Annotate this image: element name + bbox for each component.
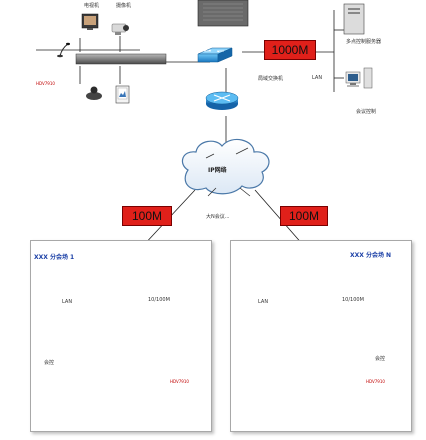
label-conference-control: 会议控制 [356, 109, 377, 115]
branch-n-speed: 10/100M [342, 297, 364, 303]
label-lan-switch: 局域交换机 [258, 76, 284, 82]
label-top-lan: LAN [312, 75, 323, 81]
cloud-label: IP网络 [208, 167, 227, 174]
speed-box-core: 1000M [264, 40, 316, 60]
branch-n-terminal-label: HDV7910 [366, 379, 385, 384]
branch-n-title: XXX 分会场 N [350, 252, 392, 259]
label-mcu-server: 多点控制服务器 [346, 39, 382, 45]
branch-n-pc-label: 会控 [375, 356, 386, 362]
label-camera: 摄像机 [116, 3, 132, 9]
branch-1-title: XXX 分会场 1 [34, 254, 75, 261]
speed-box-right: 100M [280, 206, 328, 226]
label-top-terminal: HDV7910 [36, 81, 55, 86]
speed-box-left: 100M [122, 206, 172, 226]
branch-panel-1 [30, 240, 212, 432]
branch-1-terminal-label: HDV7910 [170, 379, 189, 384]
core-switch [197, 47, 233, 63]
ip-network-cloud [181, 138, 270, 197]
branch-1-pc-label: 会控 [44, 360, 55, 366]
top-endpoints [56, 0, 373, 104]
branch-n-lan: LAN [258, 299, 269, 305]
core-router [205, 91, 239, 111]
branch-panel-n [230, 240, 412, 432]
branch-1-lan: LAN [62, 299, 73, 305]
branch-1-speed: 10/100M [148, 297, 170, 303]
label-monitor: 电视机 [84, 3, 100, 9]
network-note: 大N会议... [206, 214, 230, 220]
